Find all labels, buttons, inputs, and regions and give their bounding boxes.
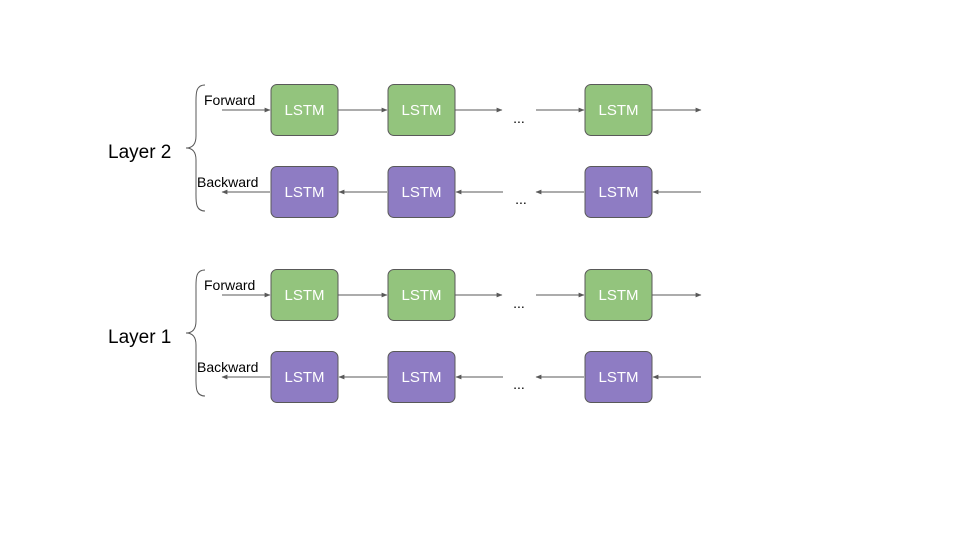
layer2-forward-cell-1-label: LSTM: [284, 102, 324, 119]
layer1-backward-cell-1-label: LSTM: [284, 369, 324, 386]
layer1-forward-cell-3: [584, 269, 653, 321]
layer2-forward-cell-1: [270, 84, 339, 136]
layer1-brace: [185, 269, 206, 397]
layer1-backward-cell-3-label: LSTM: [598, 369, 638, 386]
layer1-forward-cell-2: [387, 269, 456, 321]
layer2-backward-cell-1: [270, 166, 339, 218]
layer2-forward-cell-3: [584, 84, 653, 136]
layer1-forward-label: Forward: [204, 277, 255, 293]
layer1-backward-cell-3: [584, 351, 653, 403]
layer2-backward-cell-3: [584, 166, 653, 218]
layer2-forward-label: Forward: [204, 92, 255, 108]
layer2-backward-cell-2: [387, 166, 456, 218]
layer1-backward-cell-2: [387, 351, 456, 403]
layer2-backward-cell-1-label: LSTM: [284, 184, 324, 201]
layer1-forward-cell-3-label: LSTM: [598, 287, 638, 304]
layer1-backward-cell-1: [270, 351, 339, 403]
layer1-backward-label: Backward: [197, 359, 258, 375]
layer2-backward-cell-3-label: LSTM: [598, 184, 638, 201]
layer2-backward-ellipsis: ...: [515, 191, 527, 207]
layer1-forward-cell-2-label: LSTM: [401, 287, 441, 304]
layer2-forward-cell-3-label: LSTM: [598, 102, 638, 119]
layer1-forward-cell-1: [270, 269, 339, 321]
layer1-backward-cell-2-label: LSTM: [401, 369, 441, 386]
layer1-forward-cell-1-label: LSTM: [284, 287, 324, 304]
layer1-backward-ellipsis: ...: [513, 376, 525, 392]
layer2-forward-cell-2-label: LSTM: [401, 102, 441, 119]
layer2-label: Layer 2: [108, 142, 171, 163]
layer2-forward-cell-2: [387, 84, 456, 136]
layer2-backward-cell-2-label: LSTM: [401, 184, 441, 201]
layer2-forward-ellipsis: ...: [513, 110, 525, 126]
layer1-forward-ellipsis: ...: [513, 295, 525, 311]
layer1-label: Layer 1: [108, 327, 171, 348]
layer2-brace: [185, 84, 206, 212]
layer2-backward-label: Backward: [197, 174, 258, 190]
